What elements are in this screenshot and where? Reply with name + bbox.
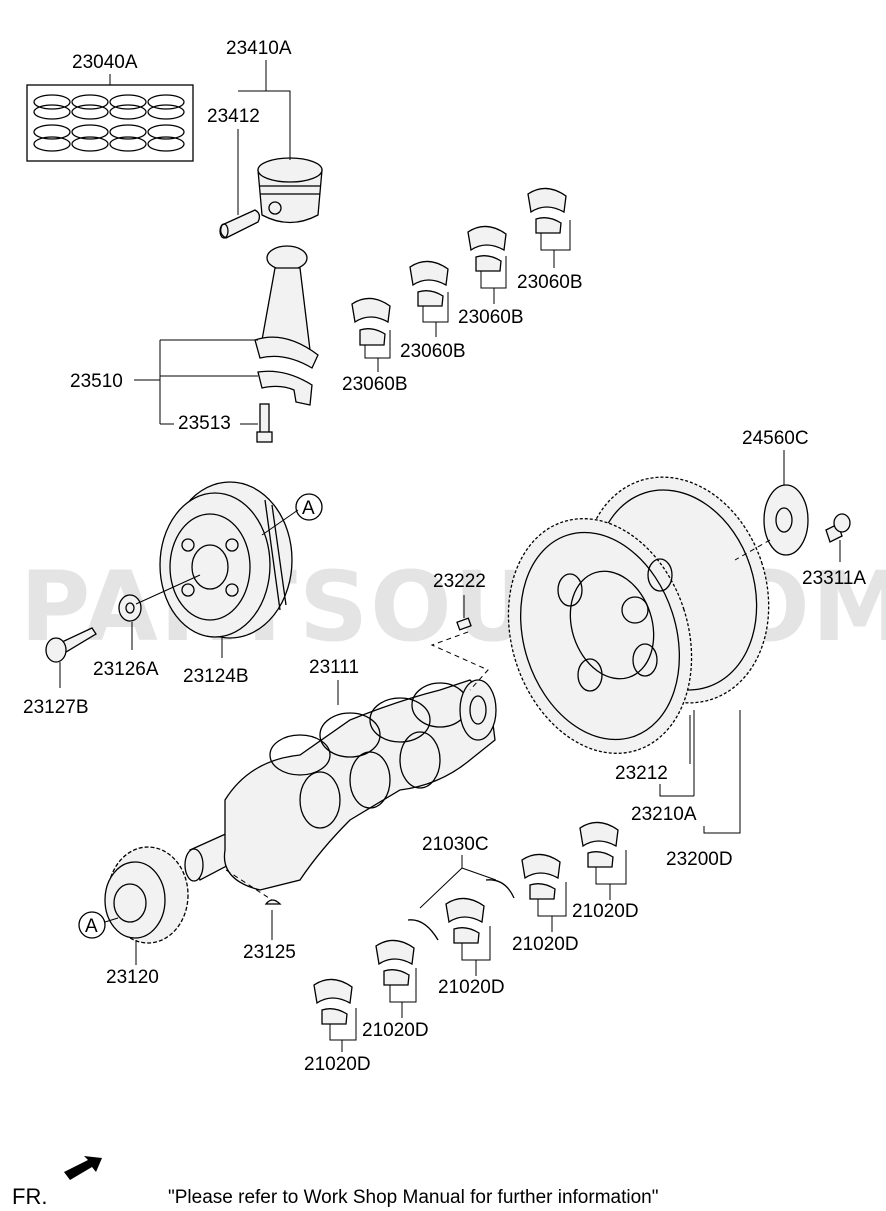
conrod-bearing-3[interactable]: [467, 225, 507, 272]
label-flywheel-bolt[interactable]: 23311A: [802, 568, 866, 589]
ref-a-bottom[interactable]: A: [85, 916, 98, 937]
label-main-bearing-5[interactable]: 21020D: [304, 1054, 371, 1075]
label-main-bearing-4[interactable]: 21020D: [362, 1020, 429, 1041]
thrust-bearing-part[interactable]: [407, 879, 515, 941]
label-main-bearing-3[interactable]: 21020D: [438, 977, 505, 998]
pin-part[interactable]: [456, 617, 472, 631]
label-crankshaft[interactable]: 23111: [309, 657, 359, 678]
label-piston-pin[interactable]: 23412: [207, 106, 260, 127]
label-pin[interactable]: 23222: [433, 571, 486, 592]
label-conrod-bearing-4[interactable]: 23060B: [342, 374, 408, 395]
crankshaft-part[interactable]: [184, 679, 497, 891]
sprocket-part[interactable]: [104, 846, 189, 944]
front-direction-label: FR.: [12, 1184, 47, 1209]
label-conrod-bearing-1[interactable]: 23060B: [517, 272, 583, 293]
label-piston-assy[interactable]: 23410A: [226, 38, 292, 59]
label-conrod-bolt[interactable]: 23513: [178, 413, 231, 434]
main-bearing-1[interactable]: [579, 821, 619, 868]
ref-a-top[interactable]: A: [302, 498, 315, 519]
conrod-part[interactable]: [254, 245, 319, 406]
piston-pin-part[interactable]: [219, 209, 261, 239]
pulley-washer-part[interactable]: [118, 594, 142, 622]
label-conrod-assy[interactable]: 23510: [70, 371, 123, 392]
woodruff-key-part[interactable]: [264, 899, 282, 905]
label-flywheel-sub[interactable]: 23210A: [631, 804, 697, 825]
label-main-bearing-1[interactable]: 21020D: [572, 901, 639, 922]
piston-rings-part[interactable]: [26, 84, 194, 162]
label-piston-rings[interactable]: 23040A: [72, 52, 138, 73]
damper-pulley-part[interactable]: [159, 481, 293, 639]
conrod-bolt-part[interactable]: [256, 403, 273, 443]
main-bearing-5[interactable]: [313, 978, 353, 1025]
ring-gear-part[interactable]: [479, 495, 721, 778]
label-flywheel-plate[interactable]: 24560C: [742, 428, 809, 449]
main-bearing-3[interactable]: [445, 897, 485, 944]
label-damper-pulley[interactable]: 23124B: [183, 666, 249, 687]
piston-part[interactable]: [257, 157, 323, 224]
label-conrod-bearing-3[interactable]: 23060B: [400, 341, 466, 362]
main-bearing-4[interactable]: [375, 939, 415, 986]
flywheel-plate-part[interactable]: [763, 484, 809, 556]
label-woodruff-key[interactable]: 23125: [243, 942, 296, 963]
label-pulley-bolt[interactable]: 23127B: [23, 697, 89, 718]
label-pulley-washer[interactable]: 23126A: [93, 659, 159, 680]
label-sprocket[interactable]: 23120: [106, 967, 159, 988]
main-bearing-2[interactable]: [521, 853, 561, 900]
flywheel-bolt-part[interactable]: [825, 513, 851, 543]
front-arrow-icon: [64, 1156, 102, 1180]
label-conrod-bearing-2[interactable]: 23060B: [458, 307, 524, 328]
footer-note: "Please refer to Work Shop Manual for fu…: [168, 1187, 658, 1208]
ref-a-top-circle: [295, 493, 323, 521]
conrod-bearing-4[interactable]: [527, 187, 567, 234]
ref-a-bottom-circle: [78, 911, 106, 939]
label-flywheel-assy[interactable]: 23200D: [666, 849, 733, 870]
label-main-bearing-2[interactable]: 21020D: [512, 934, 579, 955]
label-thrust-bearing[interactable]: 21030C: [422, 834, 489, 855]
pulley-bolt-part[interactable]: [45, 627, 97, 663]
conrod-bearing-2[interactable]: [409, 260, 449, 307]
label-ring-gear[interactable]: 23212: [615, 763, 668, 784]
conrod-bearing-1[interactable]: [351, 297, 391, 346]
